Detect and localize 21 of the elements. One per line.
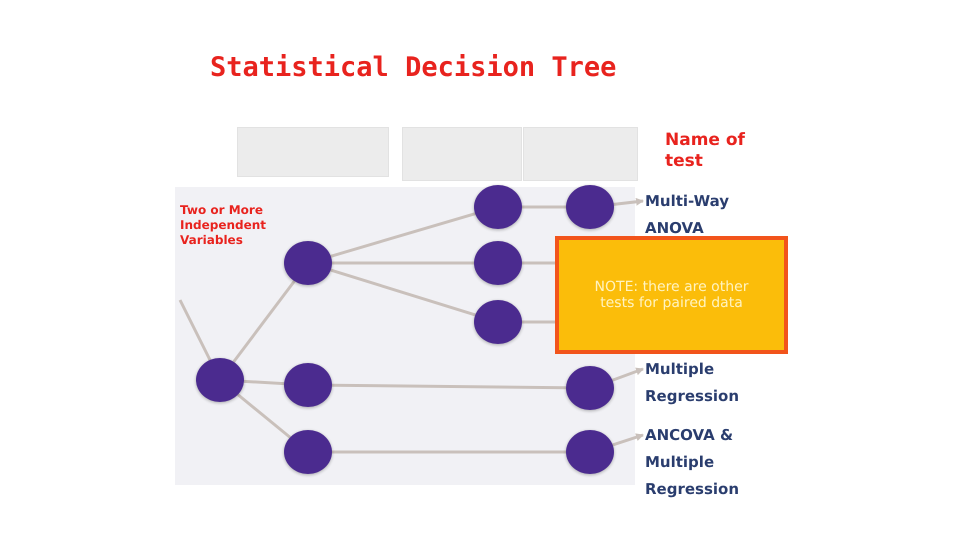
connector-line [614, 198, 644, 206]
title: Statistical Decision Tree [210, 52, 616, 83]
connector-line [522, 262, 555, 264]
connector-line [522, 206, 566, 208]
connector-line [330, 268, 476, 316]
connector-line [244, 380, 284, 386]
branch-label: Two or More Independent Variables [180, 203, 268, 248]
test-name: ANCOVA & Multiple Regression [645, 422, 755, 503]
connector-line [332, 262, 474, 264]
column-heading: Name of test [665, 130, 746, 172]
connector-line [330, 212, 476, 258]
connector-line [232, 280, 296, 363]
connector-line [236, 393, 292, 439]
connector-line [332, 450, 566, 454]
test-name: Multiple Regression [645, 356, 755, 410]
connector-line [332, 384, 566, 390]
connector-line [612, 368, 644, 382]
connector-line [178, 299, 212, 361]
connector-line [612, 433, 644, 446]
note-box: NOTE: there are other tests for paired data [555, 236, 788, 354]
connector-line [522, 320, 555, 324]
